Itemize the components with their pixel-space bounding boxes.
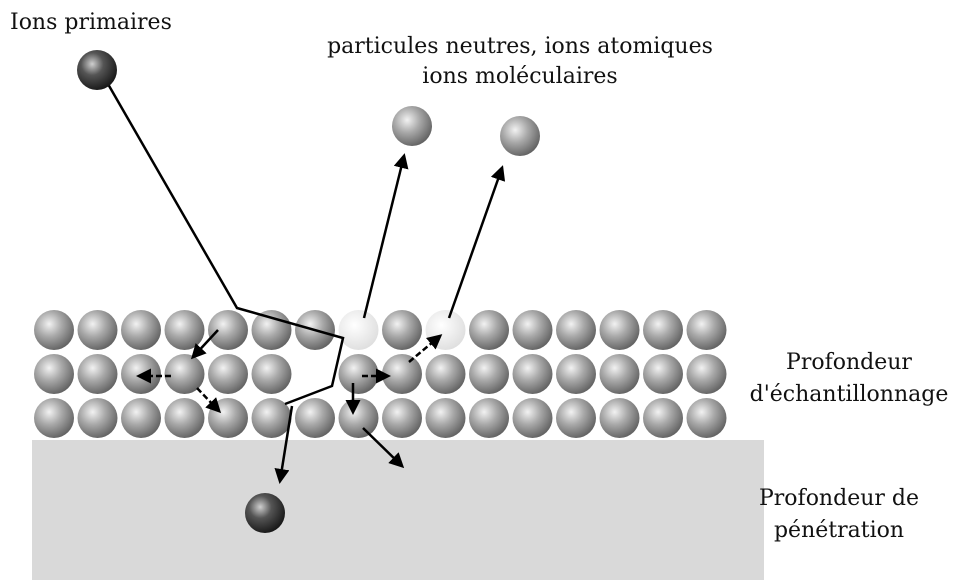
lattice-atom bbox=[469, 354, 509, 394]
lattice-atom bbox=[556, 398, 596, 438]
lattice-atom bbox=[164, 398, 205, 438]
lattice-atom bbox=[251, 354, 292, 394]
lattice-atom bbox=[164, 354, 205, 394]
lattice-atom bbox=[512, 398, 553, 438]
lattice-atom bbox=[295, 398, 335, 438]
emitted-particle-1 bbox=[392, 106, 432, 146]
lattice-atom bbox=[643, 310, 683, 350]
emitted-particles-label-line1: particules neutres, ions atomiques bbox=[327, 34, 713, 59]
atom-lattice bbox=[34, 310, 727, 438]
primary-ion-incoming bbox=[77, 50, 117, 90]
vacancy-site bbox=[338, 310, 379, 350]
lattice-atom bbox=[556, 354, 596, 394]
sampling-depth-label-line1: Profondeur bbox=[786, 350, 912, 375]
cascade-arrows bbox=[136, 329, 443, 469]
lattice-atom bbox=[251, 398, 292, 438]
lattice-atom bbox=[77, 310, 118, 350]
penetration-depth-label-line1: Profondeur de bbox=[758, 486, 919, 511]
lattice-atom bbox=[469, 310, 509, 350]
lattice-atom bbox=[121, 310, 161, 350]
emitted-particle-2 bbox=[500, 116, 540, 156]
lattice-atom bbox=[382, 398, 422, 438]
lattice-atom bbox=[425, 398, 466, 438]
lattice-atom bbox=[512, 310, 553, 350]
lattice-atom bbox=[338, 354, 379, 394]
lattice-atom bbox=[556, 310, 596, 350]
emitted-particles-label-line2: ions moléculaires bbox=[422, 64, 618, 89]
lattice-atom bbox=[599, 354, 640, 394]
primary-ion-implanted bbox=[245, 493, 285, 533]
lattice-atom bbox=[512, 354, 553, 394]
penetration-depth-label-line2: pénétration bbox=[773, 518, 905, 543]
lattice-atom bbox=[34, 354, 74, 394]
lattice-atom bbox=[599, 310, 640, 350]
lattice-atom bbox=[208, 354, 248, 394]
lattice-atom bbox=[34, 310, 74, 350]
lattice-atom bbox=[686, 310, 727, 350]
lattice-atom bbox=[77, 354, 118, 394]
lattice-atom bbox=[686, 398, 727, 438]
lattice-atom bbox=[382, 310, 422, 350]
lattice-atom bbox=[121, 354, 161, 394]
sampling-depth-label-line2: d'échantillonnage bbox=[749, 382, 949, 407]
primary-ion-path bbox=[106, 83, 345, 484]
lattice-atom bbox=[338, 398, 379, 438]
lattice-atom bbox=[643, 354, 683, 394]
lattice-atom bbox=[469, 398, 509, 438]
lattice-atom bbox=[643, 398, 683, 438]
emission-arrows bbox=[362, 153, 506, 319]
primary-ions-label: Ions primaires bbox=[10, 10, 172, 35]
lattice-atom bbox=[251, 310, 292, 350]
lattice-atom bbox=[599, 398, 640, 438]
lattice-atom bbox=[77, 398, 118, 438]
lattice-atom bbox=[34, 398, 74, 438]
lattice-atom bbox=[164, 310, 205, 350]
lattice-atom bbox=[686, 354, 727, 394]
lattice-atom bbox=[208, 310, 248, 350]
lattice-atom bbox=[121, 398, 161, 438]
lattice-atom bbox=[382, 354, 422, 394]
lattice-atom bbox=[425, 354, 466, 394]
